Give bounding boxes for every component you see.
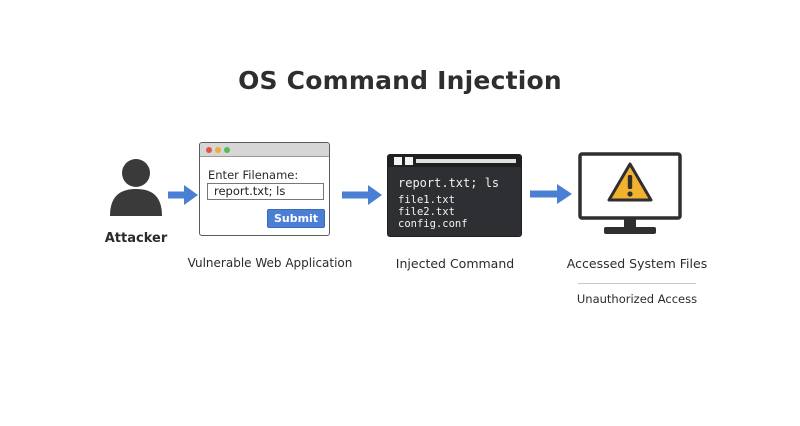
minimize-dot-icon [215, 147, 221, 153]
filename-input[interactable]: report.txt; ls [207, 183, 324, 200]
terminal-output-line: config.conf [398, 218, 468, 230]
warning-icon [607, 162, 653, 202]
diagram-title: OS Command Injection [238, 66, 562, 95]
result-subcaption: Unauthorized Access [576, 292, 698, 306]
terminal-caption: Injected Command [395, 256, 515, 271]
web-app-window: Enter Filename: report.txt; ls Submit [199, 142, 330, 236]
terminal-output-line: file1.txt [398, 194, 455, 206]
close-dot-icon [206, 147, 212, 153]
submit-button[interactable]: Submit [267, 209, 325, 228]
divider [578, 283, 696, 284]
maximize-dot-icon [224, 147, 230, 153]
arrow-icon [342, 185, 382, 205]
attacker-label: Attacker [104, 231, 168, 246]
arrow-icon [530, 184, 572, 204]
terminal-output-line: file2.txt [398, 206, 455, 218]
filename-label: Enter Filename: [208, 168, 299, 182]
terminal-window: report.txt; ls file1.txt file2.txt confi… [387, 154, 522, 237]
arrow-icon [168, 185, 198, 205]
browser-title-bar [200, 143, 329, 157]
web-app-caption: Vulnerable Web Application [187, 256, 353, 270]
terminal-title-bar [388, 155, 521, 167]
result-caption: Accessed System Files [566, 256, 708, 271]
terminal-command: report.txt; ls [398, 176, 500, 190]
person-icon [110, 159, 162, 216]
